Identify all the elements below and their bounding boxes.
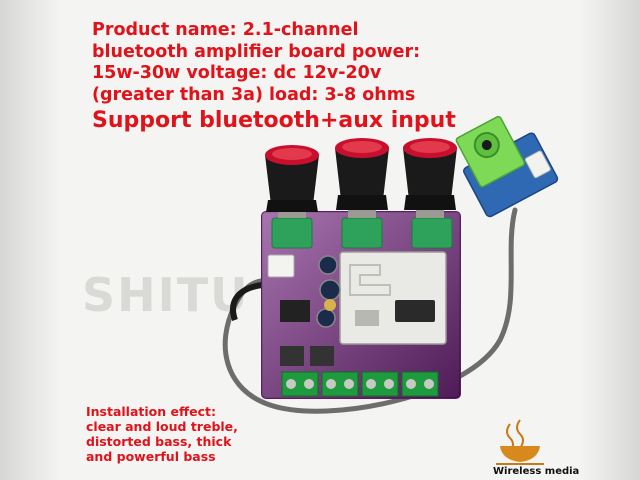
aux-jack-module — [455, 115, 559, 218]
knob-volume — [403, 138, 457, 218]
headline: Support bluetooth+aux input — [92, 108, 456, 133]
pcb-board — [261, 211, 461, 399]
installation-effect: Installation effect: clear and loud treb… — [86, 404, 316, 464]
effect-line-3: distorted bass, thick — [86, 434, 232, 449]
effect-line-4: and powerful bass — [86, 449, 216, 464]
brand-label: Wireless media — [493, 466, 580, 477]
spec-line-4: (greater than 3a) load: 3-8 ohms — [92, 84, 416, 105]
knob-treble — [335, 138, 389, 218]
effect-line-2: clear and loud treble, — [86, 419, 238, 434]
spec-line-2: bluetooth amplifier board power: — [92, 41, 421, 62]
brand-logo — [496, 419, 544, 465]
effect-line-1: Installation effect: — [86, 404, 216, 419]
knob-bass — [265, 145, 319, 218]
spec-line-3: 15w-30w voltage: dc 12v-20v — [92, 63, 382, 83]
terminal-blocks — [281, 371, 439, 397]
watermark: SHITU — [82, 268, 250, 322]
spec-line-1: Product name: 2.1-channel — [92, 20, 359, 40]
product-specs: Product name: 2.1-channel bluetooth ampl… — [92, 20, 532, 106]
